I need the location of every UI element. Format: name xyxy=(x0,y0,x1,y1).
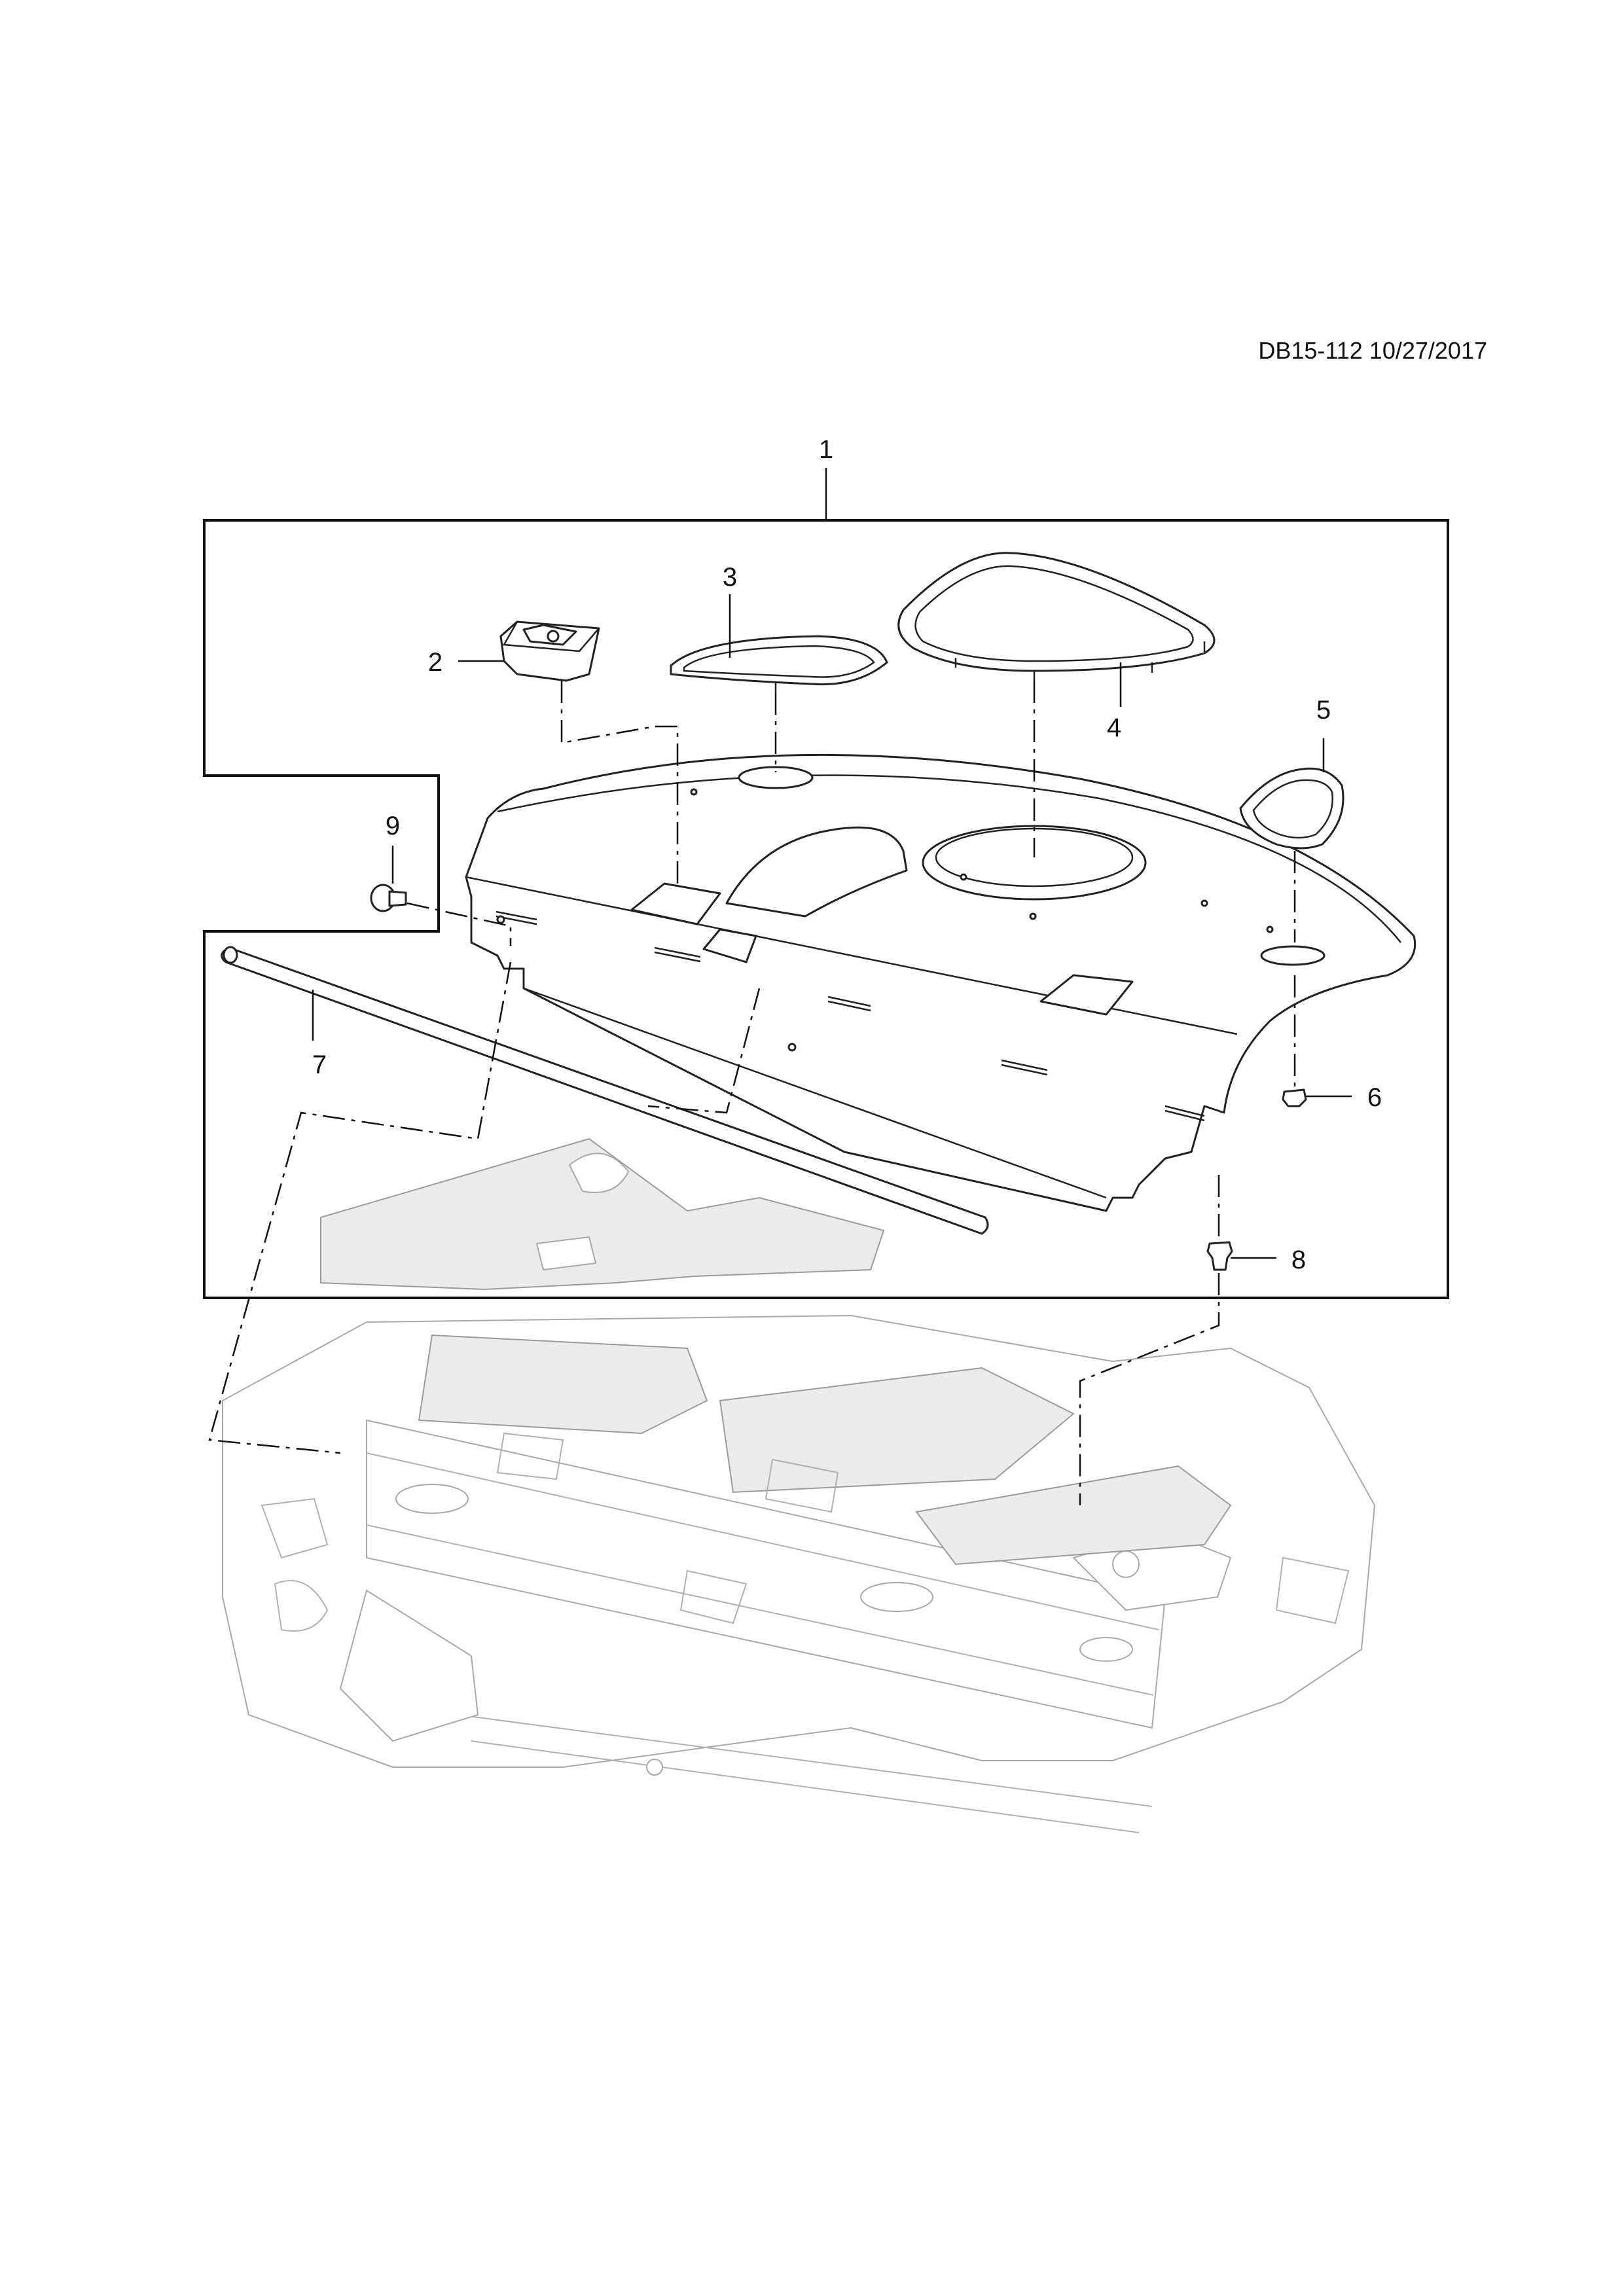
callout-2: 2 xyxy=(428,648,442,677)
part-3-cover-plate xyxy=(670,594,888,692)
part-9-push-pin xyxy=(370,846,407,912)
part-6-clip xyxy=(1282,1088,1352,1107)
callouts: 1 2 3 4 5 6 7 8 9 xyxy=(312,435,1382,1274)
callout-1: 1 xyxy=(819,435,833,464)
part-8-fastener xyxy=(1206,1241,1276,1271)
callout-3: 3 xyxy=(723,563,737,592)
part-2-switch-housing xyxy=(458,620,600,682)
vehicle-body-ghost xyxy=(222,1138,1375,1833)
installation-lines xyxy=(208,681,1296,1505)
callout-9: 9 xyxy=(386,812,400,840)
part-5-trim-ring xyxy=(1239,738,1344,850)
assembly-frame xyxy=(203,519,1449,1299)
callout-7: 7 xyxy=(312,1050,327,1079)
rear-shelf-panel xyxy=(465,753,1416,1212)
callout-4: 4 xyxy=(1107,713,1121,742)
part-7-trim-strip xyxy=(221,946,989,1235)
callout-8: 8 xyxy=(1291,1246,1306,1274)
reference-code: DB15-112 10/27/2017 xyxy=(1258,337,1487,364)
callout-6: 6 xyxy=(1367,1083,1382,1112)
callout-5: 5 xyxy=(1316,696,1331,725)
part-4-speaker-grille xyxy=(897,552,1216,707)
